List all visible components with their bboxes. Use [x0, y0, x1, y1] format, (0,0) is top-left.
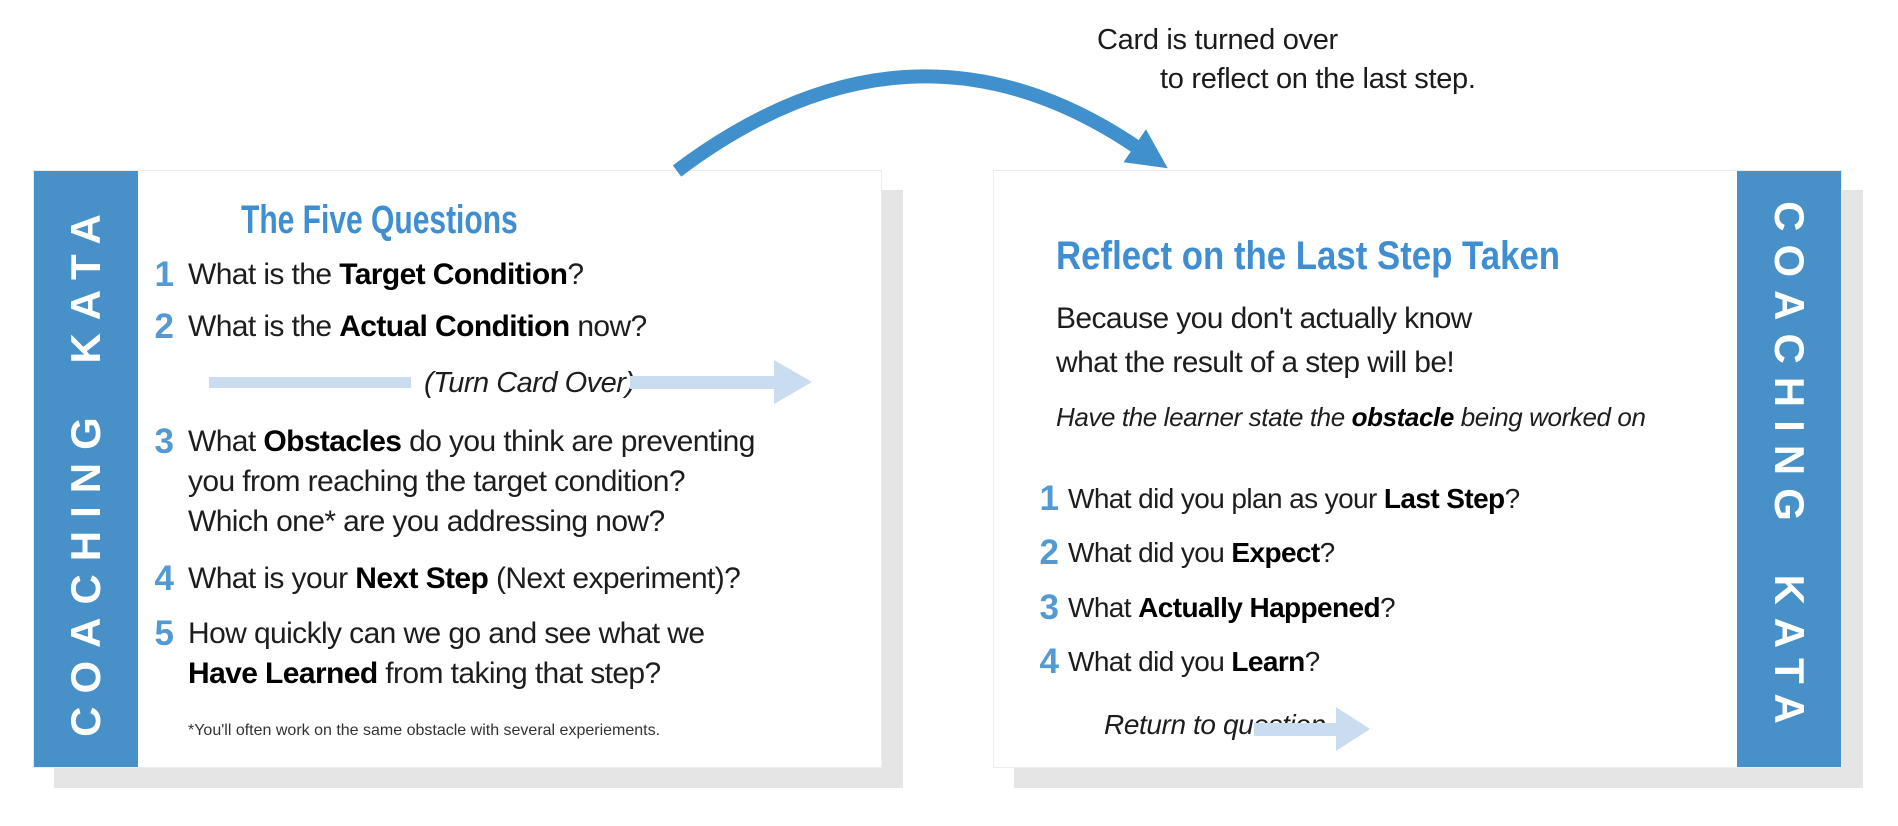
question-number: 4 — [1039, 642, 1059, 681]
caption-line-1: Card is turned over — [1097, 24, 1338, 56]
turn-card-over-bar — [209, 377, 411, 388]
question-number: 2 — [1039, 533, 1059, 572]
question-text: What is the Target Condition? — [188, 258, 584, 291]
question-text: What is your Next Step (Next experiment)… — [188, 562, 741, 595]
question-row-2: 2 What is the Actual Condition now? — [110, 307, 648, 347]
return-arrow-shaft — [1254, 723, 1336, 736]
question-row-1: 1 What is the Target Condition? — [110, 255, 585, 295]
turn-card-over-label: (Turn Card Over) — [424, 367, 635, 399]
coaching-kata-label: COACHING KATA — [62, 201, 109, 737]
reflect-card: COACHING KATA Reflect on the Last Step T… — [993, 170, 1842, 768]
card-title: The Five Questions — [241, 198, 518, 242]
question-row-5: 5 How quickly can we go and see what we … — [110, 614, 706, 694]
card-title: Reflect on the Last Step Taken — [1056, 234, 1561, 278]
question-number: 5 — [154, 614, 174, 653]
question-number: 2 — [154, 307, 174, 346]
question-text: What Actually Happened? — [1068, 592, 1396, 623]
question-row-2: 2 What did you Expect? — [994, 533, 1336, 573]
question-text: What did you plan as your Last Step? — [1068, 483, 1520, 514]
question-text: What did you Expect? — [1068, 537, 1335, 568]
intro-line-2: what the result of a step will be! — [1056, 346, 1455, 379]
question-row-3: 3 What Obstacles do you think are preven… — [110, 422, 756, 542]
coaching-kata-band-left: COACHING KATA — [34, 171, 138, 767]
turn-card-over-arrow-icon — [774, 360, 812, 404]
intro-line-1: Because you don't actually know — [1056, 302, 1472, 335]
question-number: 4 — [154, 559, 174, 598]
question-text: What Obstacles do you think are preventi… — [188, 425, 755, 538]
footnote: *You'll often work on the same obstacle … — [188, 722, 661, 739]
question-row-4: 4 What is your Next Step (Next experimen… — [110, 559, 741, 599]
question-number: 3 — [1039, 588, 1059, 627]
question-number: 3 — [154, 422, 174, 461]
question-row-3: 3 What Actually Happened? — [994, 588, 1396, 628]
question-row-4: 4 What did you Learn? — [994, 642, 1321, 682]
coach-instruction: Have the learner state the obstacle bein… — [1056, 402, 1646, 432]
question-number: 1 — [1039, 479, 1059, 518]
question-number: 1 — [154, 255, 174, 294]
coaching-kata-label: COACHING KATA — [1766, 201, 1813, 737]
caption-line-2: to reflect on the last step. — [1160, 63, 1476, 95]
five-questions-card: COACHING KATA The Five Questions 1 What … — [33, 170, 882, 768]
question-text: What did you Learn? — [1068, 646, 1320, 677]
question-text: What is the Actual Condition now? — [188, 310, 647, 343]
turn-card-over-arrow-shaft — [630, 376, 774, 389]
return-arrow-icon — [1336, 707, 1370, 751]
question-row-1: 1 What did you plan as your Last Step? — [994, 479, 1521, 519]
question-text: How quickly can we go and see what we Ha… — [188, 617, 705, 690]
coaching-kata-band-right: COACHING KATA — [1737, 171, 1841, 767]
